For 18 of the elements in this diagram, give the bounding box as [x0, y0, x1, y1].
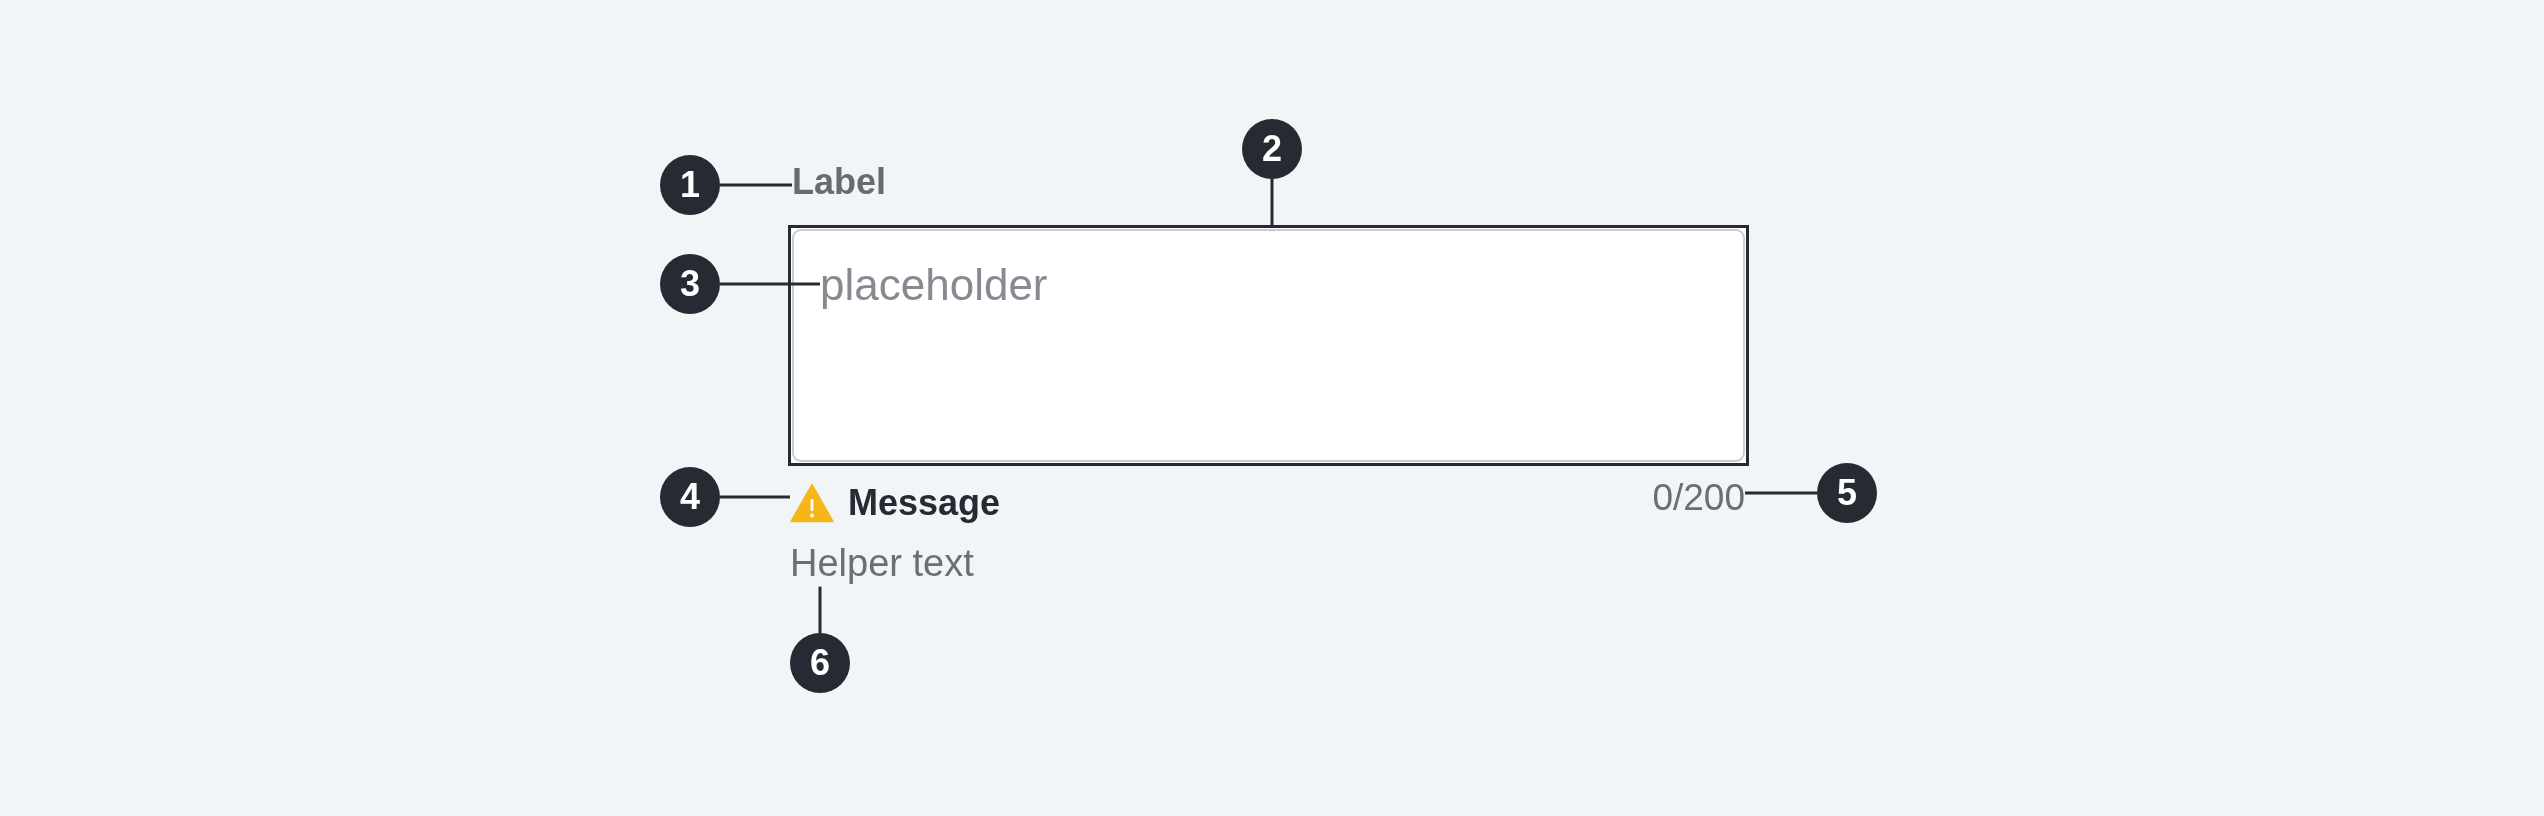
callout-number: 5 — [1817, 463, 1877, 523]
callout-number: 4 — [660, 467, 720, 527]
callout-number: 1 — [660, 155, 720, 215]
leader-line — [720, 282, 820, 286]
helper-text: Helper text — [790, 541, 974, 587]
leader-line — [818, 586, 822, 633]
callout-number: 2 — [1242, 119, 1302, 179]
leader-line — [1745, 491, 1817, 495]
message-text: Message — [848, 481, 1001, 525]
character-counter: 0/200 — [1652, 476, 1745, 521]
leader-line — [1270, 179, 1274, 225]
placeholder-text: placeholder — [820, 259, 1048, 312]
callout-number: 6 — [790, 633, 850, 693]
text-area-field — [788, 225, 1749, 466]
field-label: Label — [792, 160, 887, 204]
leader-line — [720, 495, 790, 499]
leader-line — [720, 183, 792, 187]
callout-number: 3 — [660, 254, 720, 314]
